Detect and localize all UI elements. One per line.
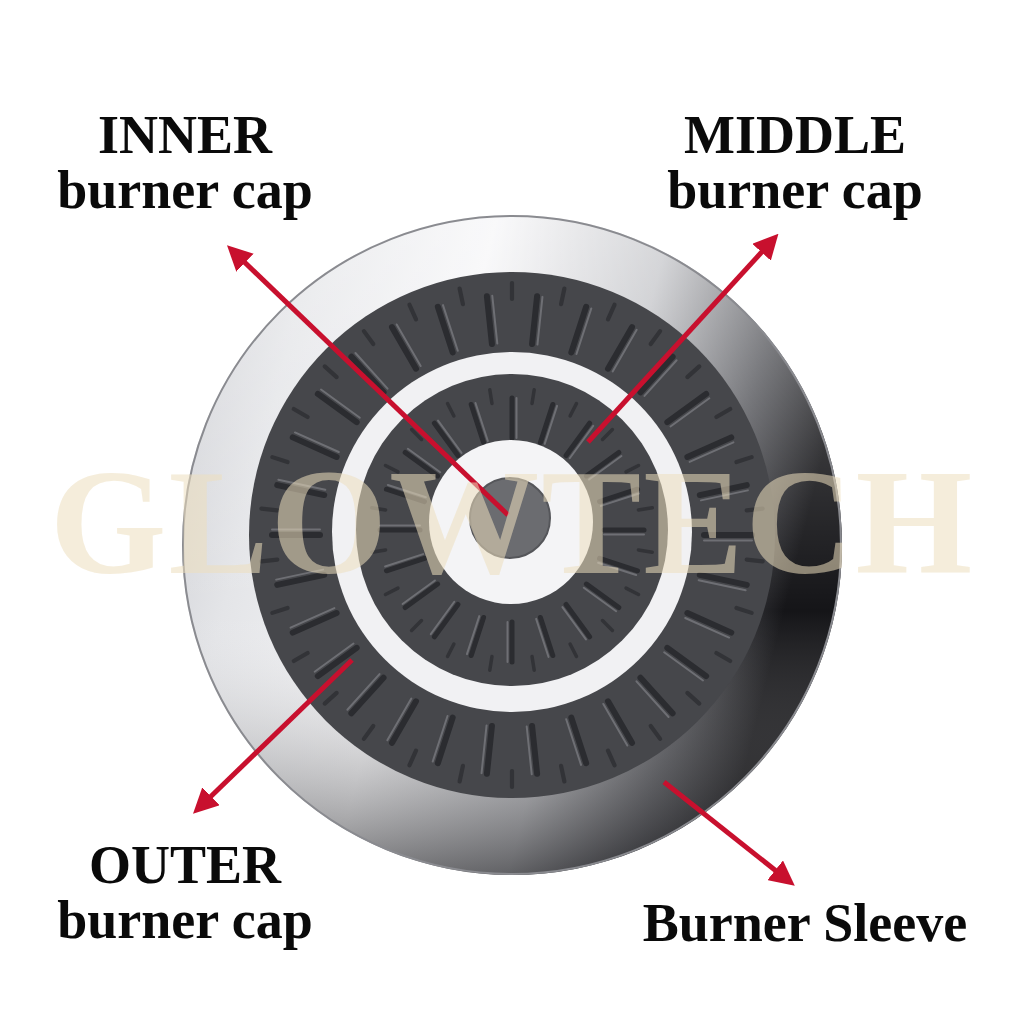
rib-notch xyxy=(410,751,417,766)
rib-highlight xyxy=(507,622,509,662)
part-label: INNER burner cap xyxy=(45,108,326,218)
rib-highlight xyxy=(291,608,335,628)
rib-groove xyxy=(434,604,458,636)
rib-notch xyxy=(687,366,699,377)
rib-notch xyxy=(716,653,730,661)
rib-groove xyxy=(487,726,492,774)
rib-notch xyxy=(490,656,492,670)
rib-notch xyxy=(490,390,492,404)
rib-notch xyxy=(608,751,615,766)
rib-notch xyxy=(532,656,534,670)
rib-highlight xyxy=(636,681,668,717)
rib-highlight xyxy=(537,297,542,345)
rib-highlight xyxy=(387,699,411,741)
rib-notch xyxy=(294,409,308,417)
rib-notch xyxy=(570,403,576,415)
rib-groove xyxy=(640,678,672,714)
leader-arrow xyxy=(588,243,770,442)
part-label: Burner Sleeve xyxy=(643,896,967,951)
rib-groove xyxy=(392,327,416,369)
rib-groove xyxy=(667,648,706,676)
rib-groove xyxy=(608,327,632,369)
rib-highlight xyxy=(516,398,518,438)
watermark: GLOWTECH xyxy=(50,447,975,597)
rib-highlight xyxy=(347,674,379,710)
rib-notch xyxy=(325,693,337,704)
rib-highlight xyxy=(482,725,487,773)
rib-notch xyxy=(510,283,514,299)
rib-highlight xyxy=(685,618,729,638)
rib-highlight xyxy=(576,308,591,354)
rib-notch xyxy=(325,366,337,377)
rib-groove xyxy=(351,678,383,714)
rib-groove xyxy=(318,394,357,422)
rib-notch xyxy=(460,766,463,782)
rib-notch xyxy=(272,608,287,613)
rib-notch xyxy=(651,726,660,739)
rib-groove xyxy=(640,357,672,393)
rib-groove xyxy=(532,296,537,344)
rib-notch xyxy=(570,644,576,656)
rib-groove xyxy=(532,726,537,774)
rib-groove xyxy=(608,701,632,743)
rib-highlight xyxy=(492,296,497,344)
rib-highlight xyxy=(433,716,448,762)
rib-notch xyxy=(561,766,564,782)
rib-notch xyxy=(364,726,373,739)
rib-notch xyxy=(460,289,463,305)
rib-notch xyxy=(608,305,615,320)
rib-highlight xyxy=(475,403,487,441)
rib-highlight xyxy=(431,602,455,634)
part-label: OUTER burner cap xyxy=(45,838,326,948)
leader-arrow xyxy=(664,782,785,878)
rib-notch xyxy=(716,409,730,417)
leader-arrow xyxy=(202,660,352,805)
rib-notch xyxy=(294,653,308,661)
rib-highlight xyxy=(397,324,421,366)
rib-highlight xyxy=(671,398,710,426)
rib-groove xyxy=(392,701,416,743)
rib-highlight xyxy=(603,704,627,746)
rib-groove xyxy=(510,622,515,662)
rib-notch xyxy=(510,771,514,787)
rib-highlight xyxy=(321,390,360,418)
rib-notch xyxy=(651,331,660,344)
rib-notch xyxy=(448,644,454,656)
rib-groove xyxy=(487,296,492,344)
rib-highlight xyxy=(562,607,586,639)
rib-highlight xyxy=(545,406,557,444)
rib-notch xyxy=(412,621,422,631)
part-label: MIDDLE burner cap xyxy=(655,108,936,218)
rib-highlight xyxy=(613,330,637,372)
rib-highlight xyxy=(566,719,581,765)
rib-groove xyxy=(667,394,706,422)
rib-highlight xyxy=(536,619,548,657)
rib-groove xyxy=(566,604,590,636)
rib-notch xyxy=(603,430,613,440)
rib-highlight xyxy=(664,652,703,680)
rib-notch xyxy=(532,390,534,404)
rib-highlight xyxy=(527,727,532,775)
rib-notch xyxy=(603,621,613,631)
rib-highlight xyxy=(443,305,458,351)
rib-groove xyxy=(510,398,515,438)
rib-notch xyxy=(687,693,699,704)
rib-highlight xyxy=(467,616,479,654)
rib-notch xyxy=(410,305,417,320)
rib-notch xyxy=(736,608,751,613)
rib-groove xyxy=(351,357,383,393)
rib-notch xyxy=(364,331,373,344)
rib-notch xyxy=(448,403,454,415)
rib-notch xyxy=(561,289,564,305)
